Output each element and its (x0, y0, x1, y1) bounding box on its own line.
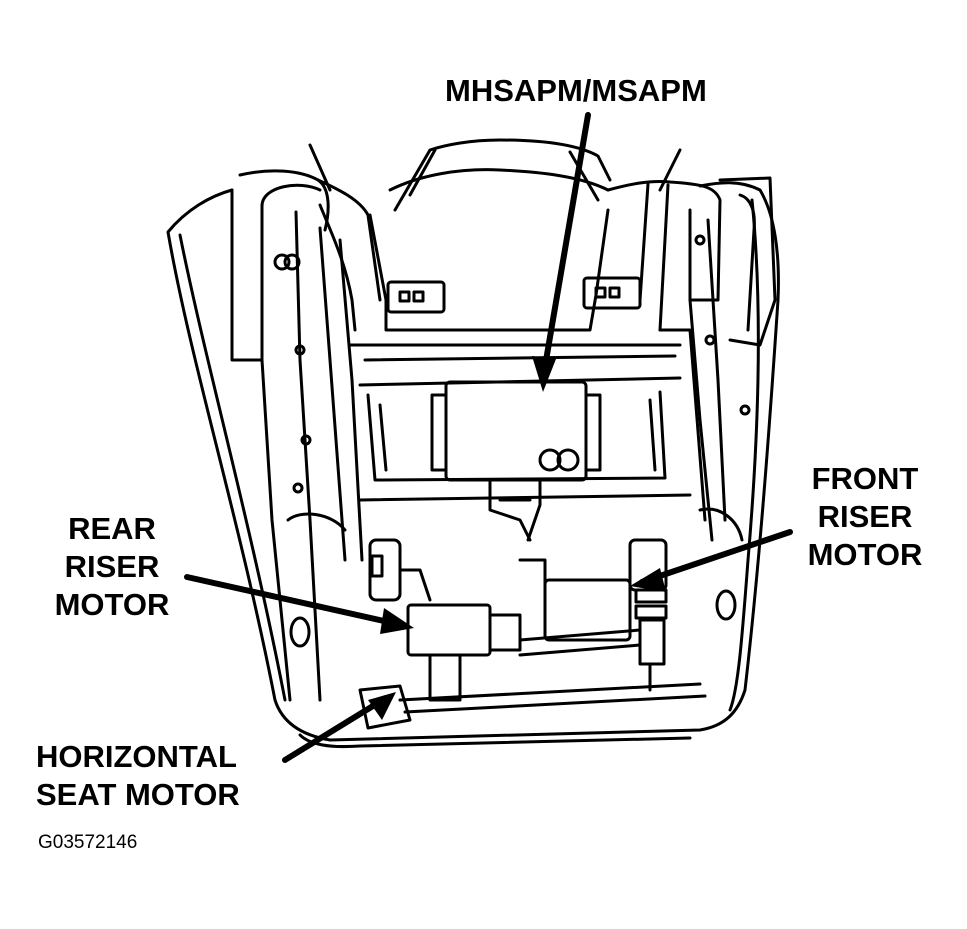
label-rear-riser-motor: REAR RISER MOTOR (38, 510, 186, 624)
label-horizontal-line-2: SEAT MOTOR (36, 777, 240, 812)
label-rear-riser-line-1: REAR (68, 511, 156, 546)
arrow-horizontal (282, 695, 389, 763)
figure-id: G03572146 (38, 832, 138, 853)
label-rear-riser-line-2: RISER (64, 549, 160, 584)
label-front-riser-line-2: RISER (817, 499, 913, 534)
leader-arrows (184, 112, 793, 763)
arrow-front-riser (639, 529, 793, 585)
label-front-riser-motor: FRONT RISER MOTOR (796, 460, 934, 574)
upper-brackets (386, 276, 642, 314)
label-horizontal-line-1: HORIZONTAL (36, 739, 237, 774)
label-module-line-1: MHSAPM/MSAPM (445, 73, 707, 108)
module-box (430, 380, 602, 542)
label-front-riser-line-3: MOTOR (807, 537, 923, 572)
arrow-rear-riser (184, 574, 405, 628)
label-rear-riser-line-3: MOTOR (54, 587, 170, 622)
horizontal-seat-motor (358, 628, 707, 730)
label-module: MHSAPM/MSAPM (445, 72, 707, 110)
frame-crossbars (348, 343, 692, 502)
arrow-heads (368, 356, 666, 720)
front-riser-motor (518, 538, 668, 692)
lower-bolts (286, 507, 744, 648)
seat-cushion-outline (166, 181, 780, 749)
rear-riser-motor (368, 538, 522, 702)
seat-back-frame (230, 138, 777, 522)
side-rails (260, 210, 751, 702)
label-front-riser-line-1: FRONT (811, 461, 919, 496)
label-horizontal-seat-motor: HORIZONTAL SEAT MOTOR (36, 738, 240, 814)
arrow-module (540, 112, 591, 381)
